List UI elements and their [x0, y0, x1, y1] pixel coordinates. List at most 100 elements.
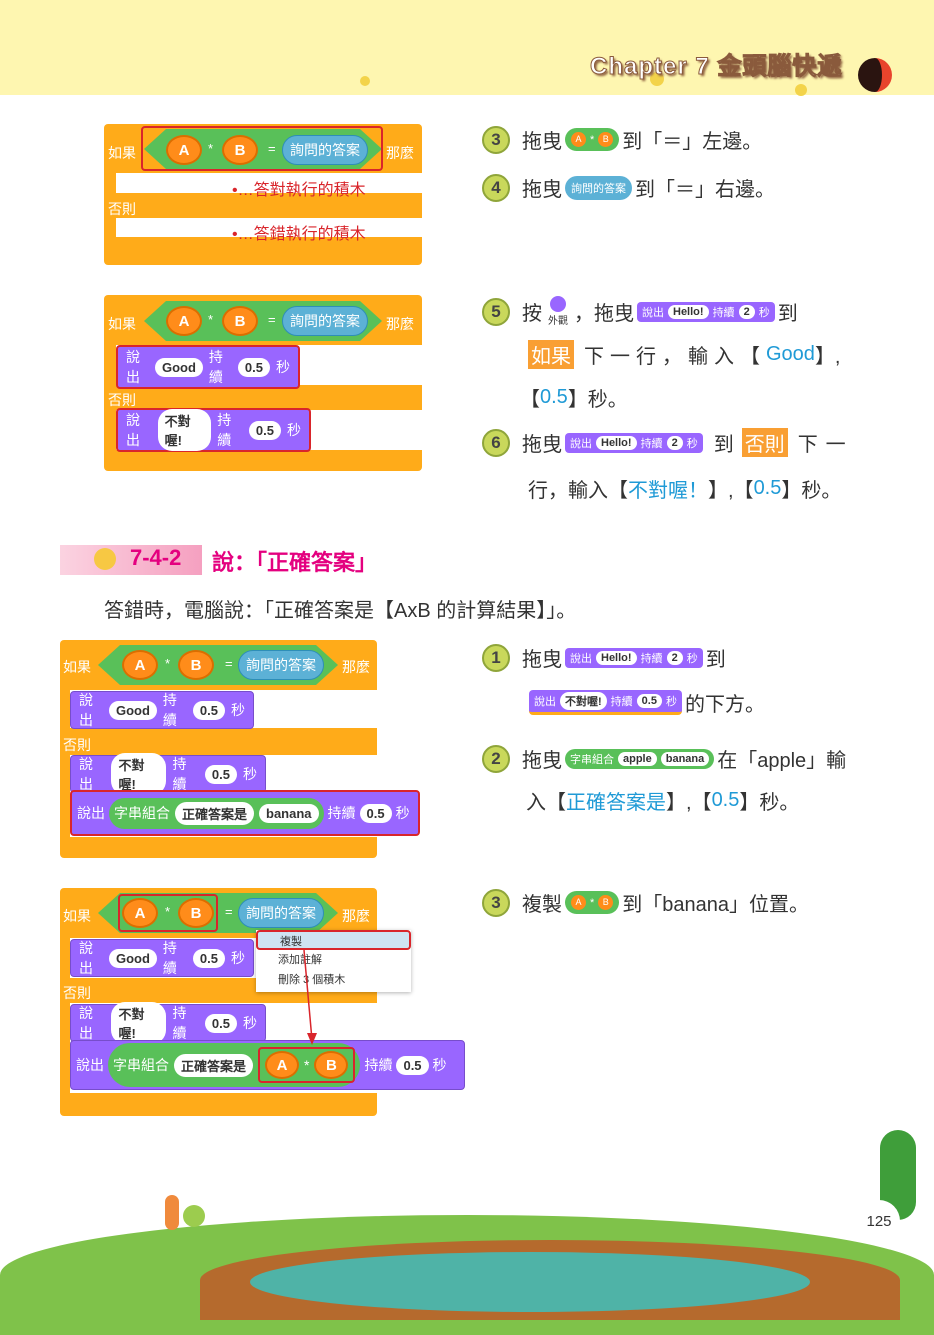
duration: 2 — [666, 650, 683, 665]
say-label: 說出 — [79, 692, 93, 728]
join-text-1: apple — [618, 751, 657, 766]
sec-label: 秒 — [686, 652, 698, 665]
if-label: 如果 — [63, 659, 91, 675]
answer-reporter: 詢問的答案 — [238, 898, 324, 928]
highlight-box — [141, 126, 383, 171]
chapter-title: Chapter 7 金頭腦快遞 — [589, 53, 843, 81]
header-band — [0, 0, 934, 95]
highlight-if: 如果 — [528, 340, 574, 369]
empty-slot — [116, 218, 422, 237]
say-label: 說出 — [79, 1005, 93, 1041]
sec-label: 秒 — [395, 805, 410, 821]
value-text: 0.5 — [753, 477, 782, 499]
step-text: 複製 — [522, 894, 562, 916]
section-paragraph: 答錯時，電腦說：「正確答案是【AxB 的計算結果】」。 — [104, 600, 577, 622]
looks-category-icon: 外觀 — [548, 296, 568, 327]
step-text: 【 — [520, 389, 540, 411]
say-label: 說出 — [126, 349, 140, 385]
step-5-line3: 【0.5】秒。 — [520, 383, 628, 412]
join-label: 字串組合 — [570, 753, 614, 766]
plant-decor — [165, 1195, 179, 1230]
say-label: 說出 — [534, 696, 556, 708]
sec-label: 秒 — [243, 766, 257, 782]
step-text: 行，輸入【 — [528, 480, 628, 502]
var-b: B — [178, 898, 214, 928]
join-text-1: 正確答案是 — [175, 801, 255, 825]
step-text: 到「＝」右邊。 — [635, 179, 775, 201]
step-text: 到「＝」左邊。 — [622, 131, 763, 153]
say-label: 說出 — [79, 756, 93, 792]
step-text: 】秒。 — [739, 792, 800, 814]
step-text: 下一 — [797, 434, 854, 456]
step-text: 】,【 — [666, 792, 712, 814]
value-text: 0.5 — [711, 789, 740, 811]
sec-label: 秒 — [230, 950, 245, 966]
pond-decor — [250, 1252, 810, 1312]
for-label: 持續 — [327, 805, 356, 821]
sec-label: 秒 — [230, 702, 245, 718]
sec-label: 秒 — [665, 696, 677, 708]
for-label: 持續 — [172, 756, 187, 792]
step-text: 到 — [713, 434, 734, 456]
times-op: * — [590, 896, 595, 909]
var-a: A — [166, 306, 202, 336]
step-text: 拖曳 — [522, 434, 562, 456]
join-text-2: banana — [660, 751, 710, 766]
sec-label: 秒 — [287, 422, 301, 438]
step-text: 】秒。 — [567, 389, 628, 411]
section-number: 7-4-2 — [130, 545, 182, 570]
times-op: * — [304, 1057, 310, 1073]
var-a: A — [571, 132, 586, 147]
plant-decor — [183, 1205, 205, 1227]
value-text: Good — [766, 343, 815, 365]
step-text: 到 — [777, 303, 798, 325]
looks-label: 外觀 — [548, 316, 568, 327]
duration: 0.5 — [636, 694, 662, 708]
duration: 0.5 — [204, 1013, 237, 1033]
then-label: 那麼 — [386, 145, 414, 161]
say-text: Good — [108, 948, 157, 968]
join-label: 字串組合 — [114, 805, 170, 821]
sec-label: 秒 — [432, 1057, 447, 1073]
sec-label: 秒 — [686, 437, 698, 450]
for-label: 持續 — [172, 1005, 187, 1041]
step-number: 6 — [482, 428, 510, 457]
step-text: 拖曳 — [522, 131, 562, 153]
step-text: 】,【 — [708, 480, 754, 502]
value-text: 正確答案是 — [566, 792, 666, 814]
menu-item-duplicate[interactable]: 複製 — [256, 930, 411, 950]
for-label: 持續 — [640, 437, 663, 450]
step-number: 3 — [482, 125, 510, 154]
times-op: * — [165, 656, 171, 671]
duration: 0.5 — [248, 420, 281, 440]
page-number: 125 — [858, 1200, 900, 1242]
step-text: 】秒。 — [781, 480, 842, 502]
for-label: 持續 — [610, 696, 633, 708]
highlight-box — [118, 894, 218, 932]
say-text: Good — [108, 700, 157, 720]
say-label: 說出 — [76, 1057, 104, 1073]
menu-item-delete[interactable]: 刪除 3 個積木 — [278, 974, 346, 986]
for-label: 持續 — [217, 412, 232, 448]
answer-reporter: 詢問的答案 — [282, 135, 368, 165]
step-text: 】, — [814, 346, 841, 368]
var-a: A — [571, 895, 586, 910]
answer-reporter: 詢問的答案 — [282, 306, 368, 336]
say-label: 說出 — [570, 652, 592, 665]
menu-item-add-comment[interactable]: 添加註解 — [278, 954, 322, 966]
mini-times-block: A*B — [565, 128, 620, 151]
say-text: 不對喔! — [111, 1002, 167, 1044]
say-label: 說出 — [642, 306, 664, 319]
step-text: 下一行，輸入【 — [584, 346, 766, 368]
say-text: Hello! — [596, 435, 637, 450]
step-b2-line2: 入【正確答案是】,【0.5】秒。 — [526, 786, 799, 815]
for-label: 持續 — [640, 652, 663, 665]
for-label: 持續 — [162, 940, 177, 976]
